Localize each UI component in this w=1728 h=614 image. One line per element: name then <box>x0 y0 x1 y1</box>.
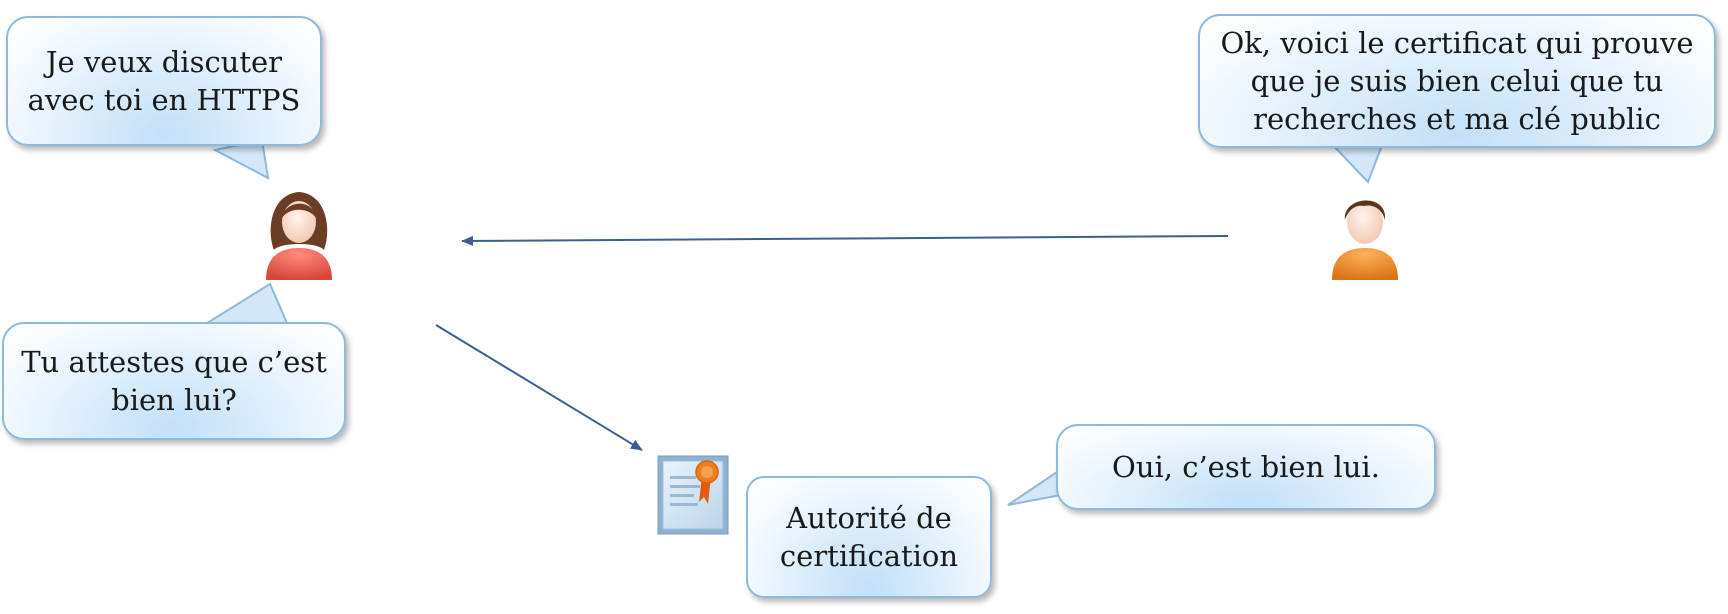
server-reply-text: Ok, voici le certificat qui prouve que j… <box>1220 25 1694 137</box>
man-user-icon <box>1332 200 1398 280</box>
woman-user-icon <box>266 192 332 280</box>
ca-reply-text: Oui, c’est bien lui. <box>1112 449 1380 484</box>
alice-question-text: Tu attestes que c’est bien lui? <box>21 344 327 417</box>
arrow-server-to-alice <box>461 235 1229 246</box>
alice-request-text: Je veux discuter avec toi en HTTPS <box>27 44 301 117</box>
certificate-authority-box: Autorité de certification <box>746 476 992 598</box>
arrow-alice-to-ca <box>435 324 643 451</box>
certificate-icon <box>657 455 729 535</box>
ca-label-text: Autorité de certification <box>779 500 959 573</box>
